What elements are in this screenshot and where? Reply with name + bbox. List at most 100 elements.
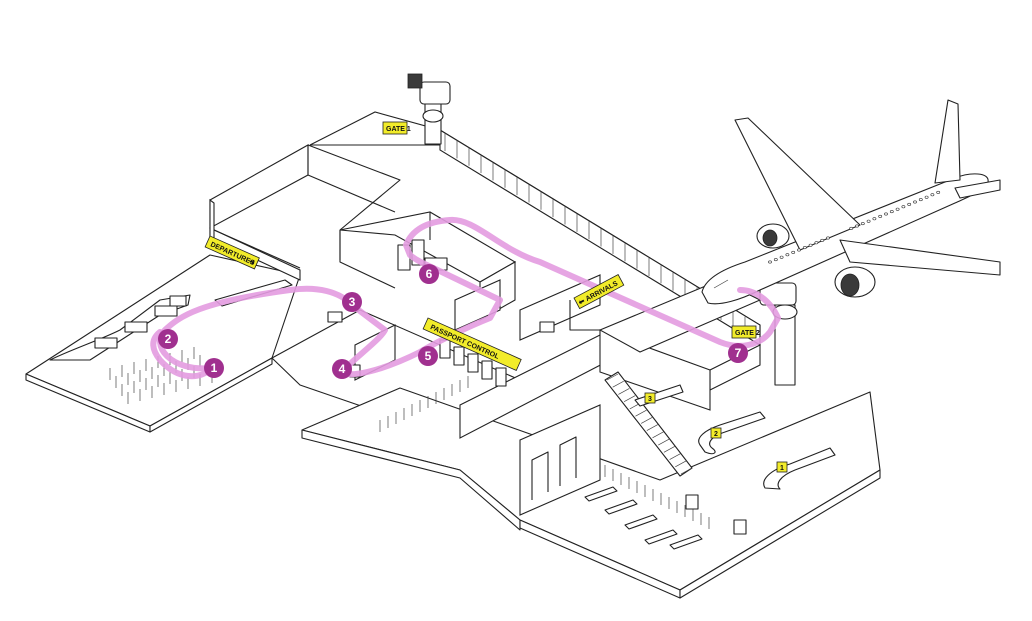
kiosk-b [733,519,747,535]
step-marker-5: 5 [418,346,438,366]
arrivals-escalator [604,371,693,477]
airplane-window [936,190,941,194]
arrivals-arrow-icon: ⬅ [577,298,586,307]
step-marker-1-circle [204,358,224,378]
baggage-door-2 [559,436,577,486]
jet-bridge-door [407,73,423,89]
step-marker-7-label: 7 [735,346,742,360]
carousel-3-sign [644,392,656,404]
escalator-step [635,409,647,417]
bench [584,486,618,502]
step-marker-2: 2 [158,329,178,349]
airplane-window [814,241,819,245]
escalator-step [669,453,681,460]
gate-2-sign-bg [731,325,757,339]
passport-booth [495,367,507,387]
carousel-3-label: 3 [648,396,652,403]
step-marker-2-label: 2 [165,332,172,346]
carousel-2-sign [710,427,722,439]
step-marker-3-label: 3 [349,295,356,309]
step-marker-1: 1 [204,358,224,378]
airplane-window [913,200,917,204]
airplane-window [779,255,784,259]
baggage-door-1 [531,451,549,500]
carousel-1 [763,447,836,490]
airplane-window [907,202,912,206]
cockpit-window [713,279,729,289]
departures-ledge [213,229,301,269]
airplane-horizontal-stabilizer [954,179,1001,199]
baggage-floor-edge-right [679,469,881,599]
bench [644,529,678,545]
jet-bridge-cab [419,81,451,105]
step-marker-7: 7 [728,343,748,363]
airplane-left-engine-intake [762,229,778,247]
airplane-window [791,250,796,254]
airplane-window [855,224,859,228]
bench [604,499,638,515]
hall-roof-edge [307,144,401,260]
airplane-window [924,195,929,199]
airplane-window [797,248,801,252]
escalator-step [646,424,659,431]
airplane-window [918,198,923,202]
airplane-window [820,238,825,242]
back-wall-left [209,144,309,229]
step-marker-6: 6 [419,264,439,284]
office-desk [539,321,555,333]
airplane-window [878,214,883,218]
check-in-kiosk-3 [154,305,178,317]
gate-2-sign: GATE 2 [731,325,760,339]
baggage-carousels: 1 2 3 [634,384,836,490]
airplane-window [808,243,813,247]
step-marker-5-circle [418,346,438,366]
ground-floor-slabs [25,254,881,599]
step-marker-6-circle [419,264,439,284]
jet-bridge-gate-2 [745,275,798,386]
escalator-step [623,395,636,402]
step-marker-5-label: 5 [425,349,432,363]
bench [669,534,703,550]
airplane-window [895,207,900,211]
airplane-window [826,236,830,240]
step-marker-3: 3 [342,292,362,312]
airplane-right-engine-intake [840,273,860,297]
arrivals-sign-bg [573,273,625,310]
hall-inner-edge [307,145,396,213]
step-marker-7-circle [728,343,748,363]
passport-booths [439,339,507,387]
check-in-kiosk-4 [169,295,187,307]
carousel-1-label: 1 [780,465,784,472]
airplane-window [872,217,877,221]
airplane-windows [768,190,941,264]
gate-1-sign-text: GATE 1 [386,126,411,133]
passport-booth [453,346,465,366]
airplane-window [785,253,790,257]
airplane-window [866,219,871,223]
airplane-window [901,205,906,209]
security-room-front [339,230,396,289]
gate-1-sign: GATE 1 [382,121,411,135]
escalator-step [652,431,664,439]
passport-booth [467,353,479,373]
office-room [569,300,610,331]
bench [624,514,658,530]
airplane [701,99,1001,305]
airplane-window [802,246,807,250]
airplane-window [768,260,772,264]
departures-floor-edge-right [149,357,273,433]
passenger-route-start [150,329,215,380]
airplane-window [884,212,888,216]
jet-bridge-gate-1 [407,73,451,145]
airplane-window [849,226,854,230]
step-marker-6-label: 6 [426,267,433,281]
terminal-walls [209,111,762,516]
baggage-floor-edge [301,429,521,531]
escalator-step [663,446,676,453]
kiosk-a [685,494,699,510]
step-marker-2-circle [158,329,178,349]
step-markers: 1 2 3 4 5 6 7 [158,264,748,379]
passport-booth [481,360,493,380]
departures-sign-bg [204,235,260,270]
escalator-step [675,460,687,468]
